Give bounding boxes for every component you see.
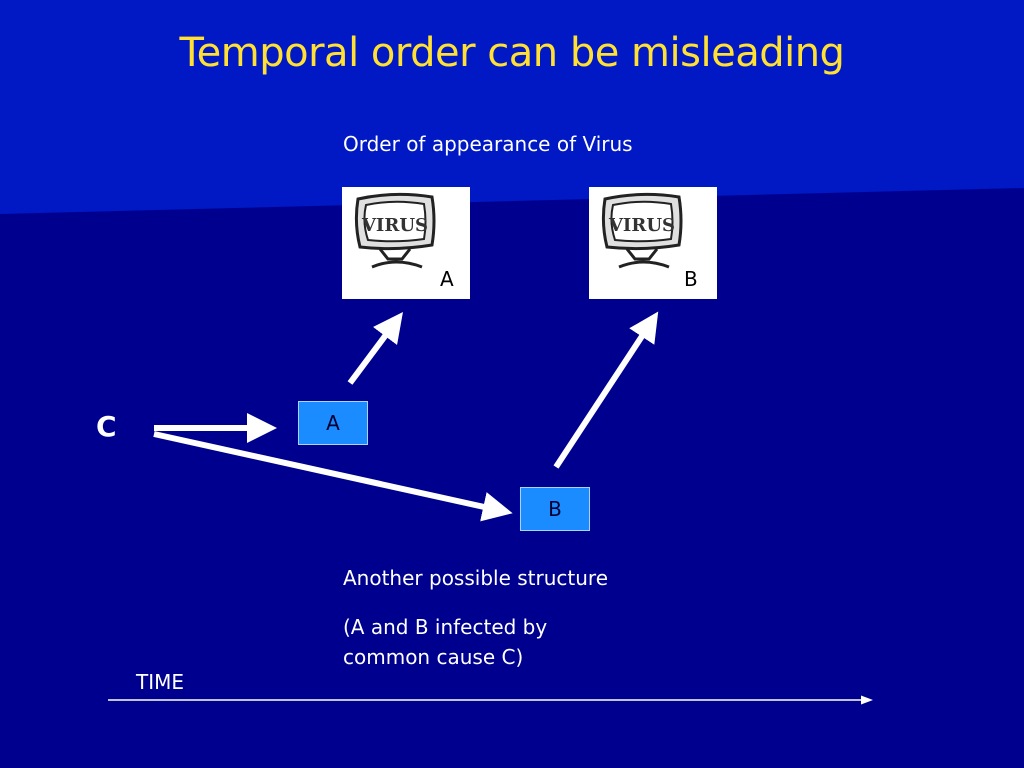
card-letter: A <box>440 267 454 291</box>
caption-line-1: Another possible structure <box>343 566 608 590</box>
svg-text:VIRUS: VIRUS <box>361 215 428 236</box>
arrow-a-to-card-a <box>347 311 403 385</box>
node-a: A <box>298 401 368 445</box>
virus-card-a: VIRUS A <box>342 187 470 299</box>
diagram-subtitle: Order of appearance of Virus <box>343 132 633 156</box>
svg-text:VIRUS: VIRUS <box>608 215 675 236</box>
virus-monitor-icon: VIRUS <box>601 192 683 269</box>
time-label: TIME <box>136 670 185 694</box>
virus-monitor-icon: VIRUS <box>354 192 436 269</box>
card-letter: B <box>684 267 698 291</box>
caption-line-2: (A and B infected by common cause C) <box>343 615 548 669</box>
arrow-c-to-b <box>153 431 513 522</box>
node-b: B <box>520 487 590 531</box>
virus-card-b: VIRUS B <box>589 187 717 299</box>
cause-label: C <box>96 410 117 443</box>
slide-title: Temporal order can be misleading <box>179 30 845 76</box>
arrow-b-to-card-b <box>553 311 659 469</box>
